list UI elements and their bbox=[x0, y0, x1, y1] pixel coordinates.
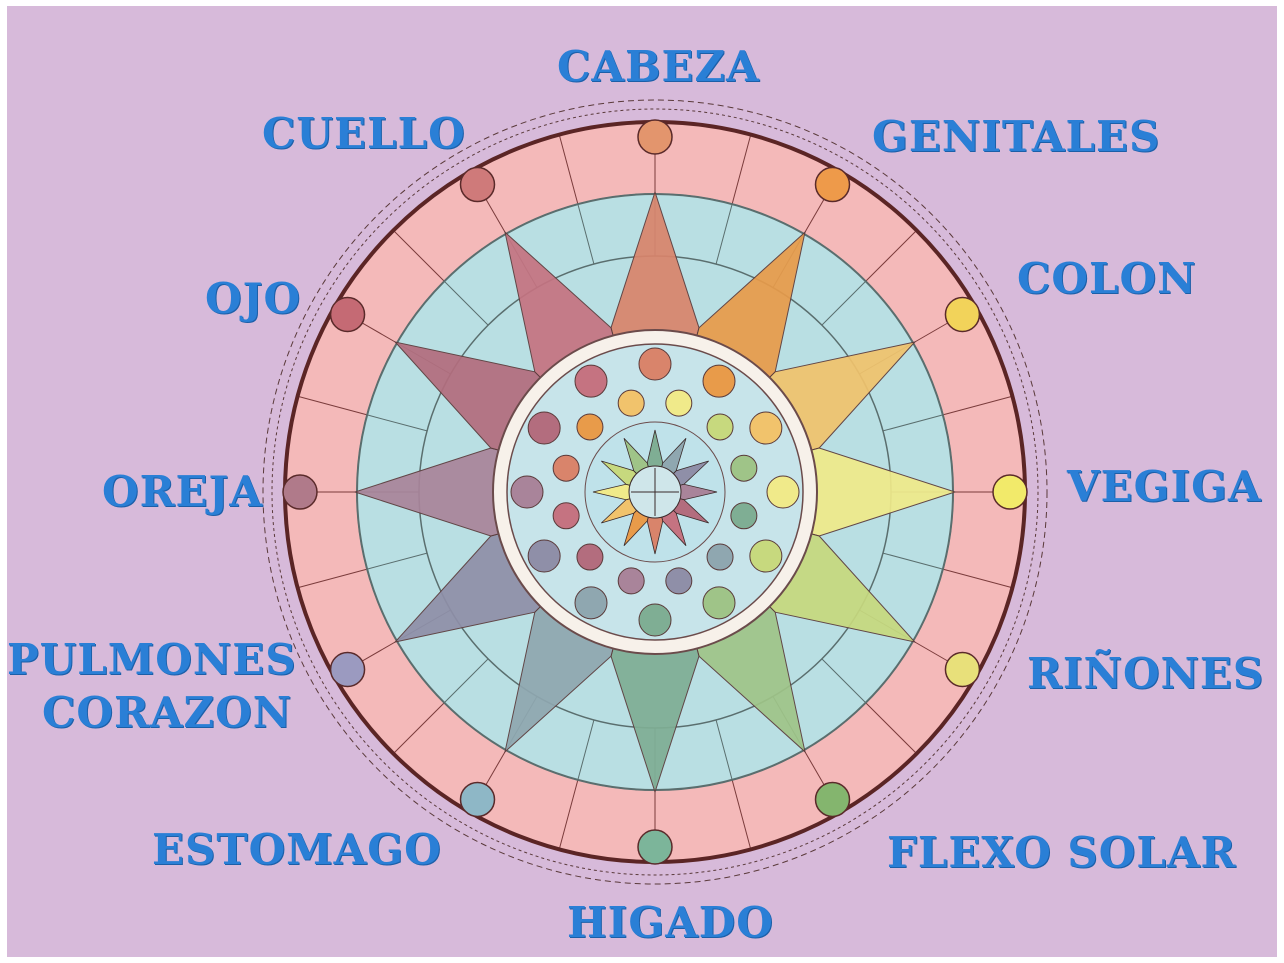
inner-symbol-11 bbox=[527, 411, 561, 445]
label-oreja: OREJA bbox=[102, 467, 263, 516]
inner-symbol-10 bbox=[510, 475, 544, 509]
inner-symbol-3 bbox=[749, 411, 783, 445]
outer-badge-11 bbox=[329, 296, 366, 333]
inner-symbol-b-10 bbox=[552, 454, 580, 482]
inner-symbol-b-2 bbox=[706, 413, 734, 441]
outer-badge-8 bbox=[459, 781, 496, 818]
inner-symbol-b-4 bbox=[730, 502, 758, 530]
outer-badge-12 bbox=[459, 166, 496, 203]
label-cabeza: CABEZA bbox=[557, 42, 760, 91]
outer-badge-6 bbox=[814, 781, 851, 818]
label-ojo: OJO bbox=[205, 274, 302, 323]
inner-symbol-b-11 bbox=[576, 413, 604, 441]
label-flexo-solar: FLEXO SOLAR bbox=[887, 828, 1237, 877]
inner-symbol-7 bbox=[638, 603, 672, 637]
outer-badge-2 bbox=[814, 166, 851, 203]
label-estomago: ESTOMAGO bbox=[152, 825, 442, 874]
inner-symbol-5 bbox=[749, 539, 783, 573]
label-colon: COLON bbox=[1017, 254, 1197, 303]
zodiac-wheel bbox=[262, 99, 1048, 885]
inner-symbol-6 bbox=[702, 586, 736, 620]
inner-symbol-b-8 bbox=[576, 543, 604, 571]
outer-badge-7 bbox=[637, 829, 673, 865]
inner-symbol-4 bbox=[766, 475, 800, 509]
label-vegiga: VEGIGA bbox=[1067, 462, 1262, 511]
inner-symbol-1 bbox=[638, 347, 672, 381]
label-cuello: CUELLO bbox=[262, 109, 466, 158]
label-genitales: GENITALES bbox=[872, 112, 1161, 161]
outer-badge-1 bbox=[637, 119, 673, 155]
diagram-canvas: CABEZA CUELLO GENITALES OJO COLON OREJA … bbox=[7, 6, 1277, 957]
outer-badge-5 bbox=[944, 651, 981, 688]
inner-symbol-b-3 bbox=[730, 454, 758, 482]
label-corazon: CORAZON bbox=[42, 688, 293, 737]
inner-symbol-9 bbox=[527, 539, 561, 573]
inner-symbol-b-5 bbox=[706, 543, 734, 571]
outer-guide-circle-2 bbox=[271, 108, 1039, 876]
inner-symbol-b-9 bbox=[552, 502, 580, 530]
inner-symbol-12 bbox=[574, 364, 608, 398]
label-pulmones: PULMONES bbox=[7, 635, 297, 684]
outer-badge-10 bbox=[282, 474, 318, 510]
outer-badge-4 bbox=[992, 474, 1028, 510]
label-rinones: RIÑONES bbox=[1027, 649, 1265, 698]
outer-guide-circle bbox=[262, 99, 1048, 885]
inner-symbol-b-12 bbox=[617, 389, 645, 417]
inner-symbol-b-7 bbox=[617, 567, 645, 595]
inner-symbol-b-1 bbox=[665, 389, 693, 417]
label-higado: HIGADO bbox=[567, 898, 774, 947]
outer-badge-3 bbox=[944, 296, 981, 333]
inner-symbol-b-6 bbox=[665, 567, 693, 595]
outer-badge-9 bbox=[329, 651, 366, 688]
inner-symbol-8 bbox=[574, 586, 608, 620]
inner-symbol-2 bbox=[702, 364, 736, 398]
